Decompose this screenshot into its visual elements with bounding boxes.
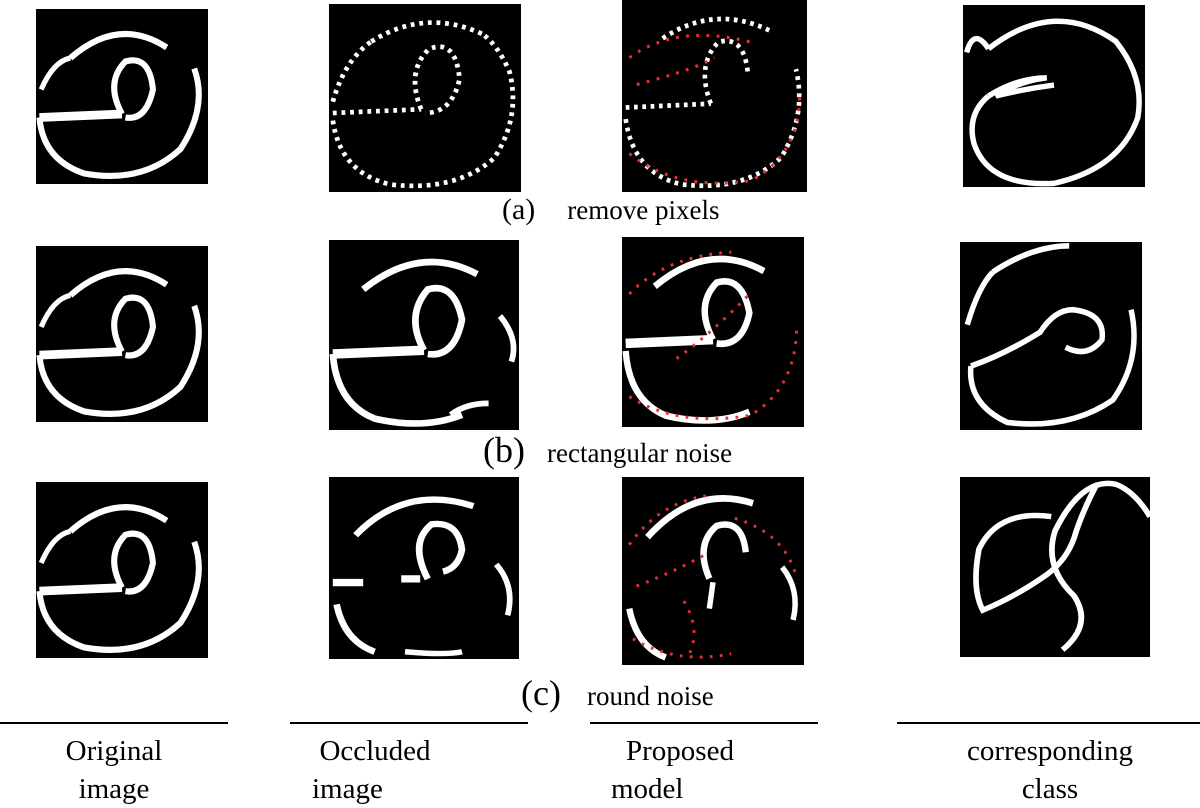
column-label-original-line1: Original <box>65 735 163 767</box>
column-label-occluded: Occluded image <box>270 732 480 808</box>
row-c-caption-text: round noise <box>586 681 714 711</box>
column-label-occluded-line1: Occluded <box>319 735 431 767</box>
column-label-class: corresponding class <box>915 732 1185 808</box>
column-label-occluded-line2: image <box>312 773 383 805</box>
spiral-glyph-removed-pixels <box>330 20 516 189</box>
row-b-occluded-image <box>329 240 519 430</box>
spiral-glyph-reconstruction <box>623 16 802 189</box>
column-label-original-line2: image <box>78 773 150 805</box>
row-a-caption: (a) remove pixels <box>502 195 720 225</box>
row-b-label: (b) <box>483 430 525 470</box>
column-rule-original <box>0 722 228 724</box>
spiral-glyph-reconstruction <box>626 494 799 661</box>
column-label-proposed-line1: Proposed <box>626 735 734 767</box>
row-c-caption: (c) round noise <box>521 675 714 711</box>
loop-glyph <box>964 18 1142 187</box>
row-c-corresponding-class <box>960 477 1150 657</box>
row-b-caption-text: rectangular noise <box>546 438 733 468</box>
column-label-original: Original image <box>0 732 228 808</box>
row-c-original-image <box>36 482 208 658</box>
row-a-occluded-image <box>329 4 521 192</box>
row-b-corresponding-class <box>960 242 1142 430</box>
row-a-caption-text: remove pixels <box>567 195 720 225</box>
spiral-glyph <box>36 30 202 179</box>
figure-eight-glyph <box>973 480 1150 652</box>
row-c-label: (c) <box>521 673 561 713</box>
column-rule-proposed <box>590 722 818 724</box>
column-label-proposed-line2: model <box>611 773 684 805</box>
spiral-class-glyph <box>964 242 1137 427</box>
row-c-proposed-model <box>622 477 804 665</box>
spiral-glyph <box>36 268 202 417</box>
spiral-glyph <box>36 504 202 653</box>
column-rule-occluded <box>290 722 528 724</box>
column-label-proposed: Proposed model <box>575 732 785 808</box>
spiral-glyph-round-noise <box>332 496 513 657</box>
row-c-occluded-image <box>329 477 519 659</box>
column-rule-class <box>897 722 1200 724</box>
column-label-class-line1: corresponding <box>967 735 1133 767</box>
spiral-glyph-rectangular-noise <box>329 258 517 427</box>
row-b-original-image <box>36 246 208 422</box>
column-label-class-line2: class <box>1021 773 1079 805</box>
spiral-glyph-reconstruction <box>622 250 799 424</box>
row-b-proposed-model <box>622 237 804 427</box>
row-a-label: (a) <box>502 193 536 226</box>
row-a-proposed-model <box>622 0 807 192</box>
row-a-corresponding-class <box>963 5 1145 187</box>
row-a-original-image <box>36 9 208 184</box>
row-b-caption: (b) rectangular noise <box>483 432 732 468</box>
